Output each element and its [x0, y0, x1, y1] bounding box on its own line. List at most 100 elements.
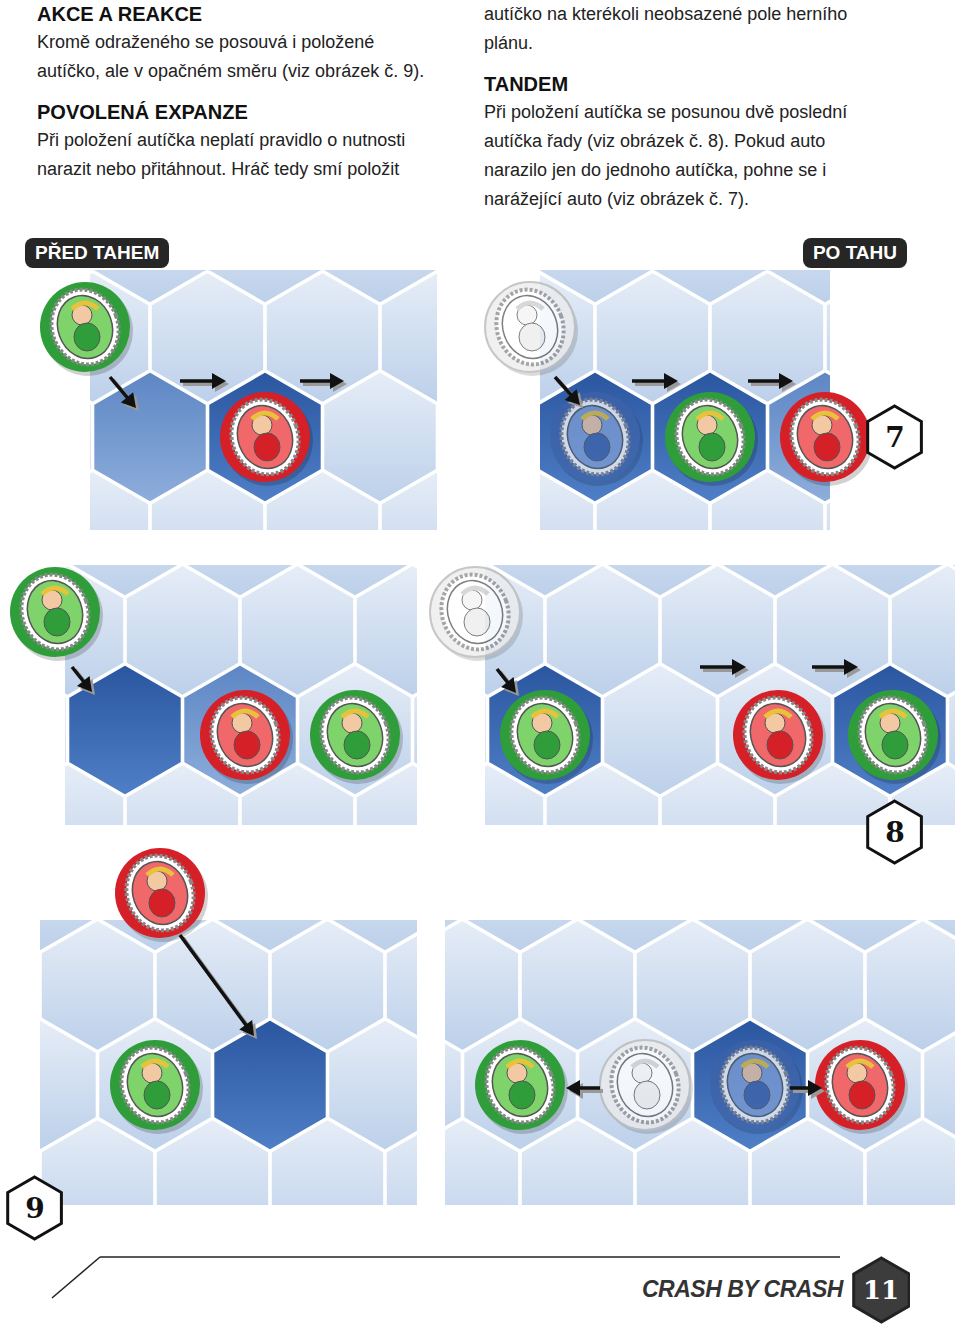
drawing: [431, 565, 519, 659]
drawing: [41, 280, 129, 374]
move-arrow: [700, 659, 749, 678]
move-arrow: [497, 669, 519, 696]
drawing: [674, 398, 747, 477]
car-token: [665, 390, 758, 486]
car-token: [310, 688, 403, 784]
move-arrow: [790, 1080, 825, 1099]
drawing: [42, 588, 68, 594]
drawing: [254, 433, 280, 461]
move-arrow: [555, 377, 583, 408]
drawing: [849, 1081, 875, 1109]
car-token: [430, 565, 523, 661]
drawing: [77, 676, 92, 692]
hex-cell: [380, 471, 437, 531]
section-heading: TANDEM: [484, 70, 887, 98]
drawing: [781, 390, 869, 484]
move-arrow: [110, 377, 139, 411]
stage-label: PŘED TAHEM: [35, 242, 159, 263]
drawing: [124, 854, 197, 933]
drawing: [494, 288, 567, 367]
callout-number: 8: [866, 799, 923, 865]
drawing: [765, 711, 791, 717]
drawing: [742, 1061, 768, 1067]
move-arrow: [180, 373, 229, 392]
drawing: [509, 696, 582, 775]
drawing: [814, 433, 840, 461]
drawing: [201, 688, 289, 782]
hex-cell: [865, 1119, 955, 1206]
drawing: [767, 731, 793, 759]
drawing: [121, 392, 136, 408]
drawing: [880, 711, 906, 717]
drawing: [501, 688, 589, 782]
hex-cell: [385, 1119, 417, 1206]
move-arrow: [72, 667, 95, 695]
stage-tag: PO TAHU: [803, 238, 907, 268]
drawing: [744, 1081, 770, 1109]
drawing: [824, 1046, 897, 1125]
drawing: [609, 1046, 682, 1125]
section-heading: POVOLENÁ EXPANZE: [37, 98, 440, 126]
hex-board: [40, 920, 417, 1205]
drawing: [344, 731, 370, 759]
drawing: [439, 573, 512, 652]
move-arrow: [812, 659, 861, 678]
car-token: [40, 280, 133, 376]
drawing: [882, 731, 908, 759]
drawing: [229, 398, 302, 477]
footer-rule: [52, 1257, 100, 1298]
game-logo: CRASH BY CRASH: [642, 1276, 843, 1303]
drawing: [666, 390, 754, 484]
drawing: [111, 1038, 199, 1132]
drawing: [116, 846, 204, 940]
hex-cell: [65, 764, 125, 826]
drawing: [732, 659, 746, 675]
drawing: [501, 677, 516, 693]
car-token: [550, 390, 643, 486]
drawing: [142, 1061, 168, 1067]
section-body: Kromě odraženého se posouvá i položené a…: [37, 28, 440, 86]
drawing: [476, 1038, 564, 1132]
hex-board: [445, 920, 955, 1205]
drawing: [808, 1080, 822, 1096]
move-arrow: [632, 373, 681, 392]
page-number: 11: [852, 1256, 911, 1324]
drawing: [319, 696, 392, 775]
drawing: [742, 696, 815, 775]
drawing: [19, 573, 92, 652]
drawing: [212, 373, 226, 389]
drawing: [584, 433, 610, 461]
section-heading: AKCE A REAKCE: [37, 0, 440, 28]
drawing: [462, 588, 488, 594]
drawing: [507, 1061, 533, 1067]
drawing: [149, 889, 175, 917]
drawing: [221, 390, 309, 484]
drawing: [74, 323, 100, 351]
drawing: [464, 608, 490, 636]
page-number-text: 11: [852, 1256, 911, 1324]
callout-text: 7: [866, 404, 923, 470]
drawing: [699, 433, 725, 461]
drawing: [812, 413, 838, 419]
drawing: [119, 1046, 192, 1125]
drawing: [180, 935, 249, 1030]
drawing: [534, 731, 560, 759]
car-token: [815, 1038, 908, 1134]
drawing: [147, 869, 173, 875]
car-token: [475, 1038, 568, 1134]
callout-number: 7: [866, 404, 923, 470]
drawing: [816, 1038, 904, 1132]
drawing: [734, 688, 822, 782]
hex-board: [90, 270, 437, 530]
drawing: [72, 303, 98, 309]
drawing: [634, 1081, 660, 1109]
drawing: [559, 398, 632, 477]
stage-label: PO TAHU: [813, 242, 897, 263]
car-token: [110, 1038, 203, 1134]
move-arrow: [748, 373, 796, 392]
car-token: [733, 688, 826, 784]
drawing: [849, 688, 937, 782]
callout-number: 9: [6, 1175, 63, 1241]
hex-board: [485, 565, 955, 825]
hex-board: [540, 270, 830, 530]
